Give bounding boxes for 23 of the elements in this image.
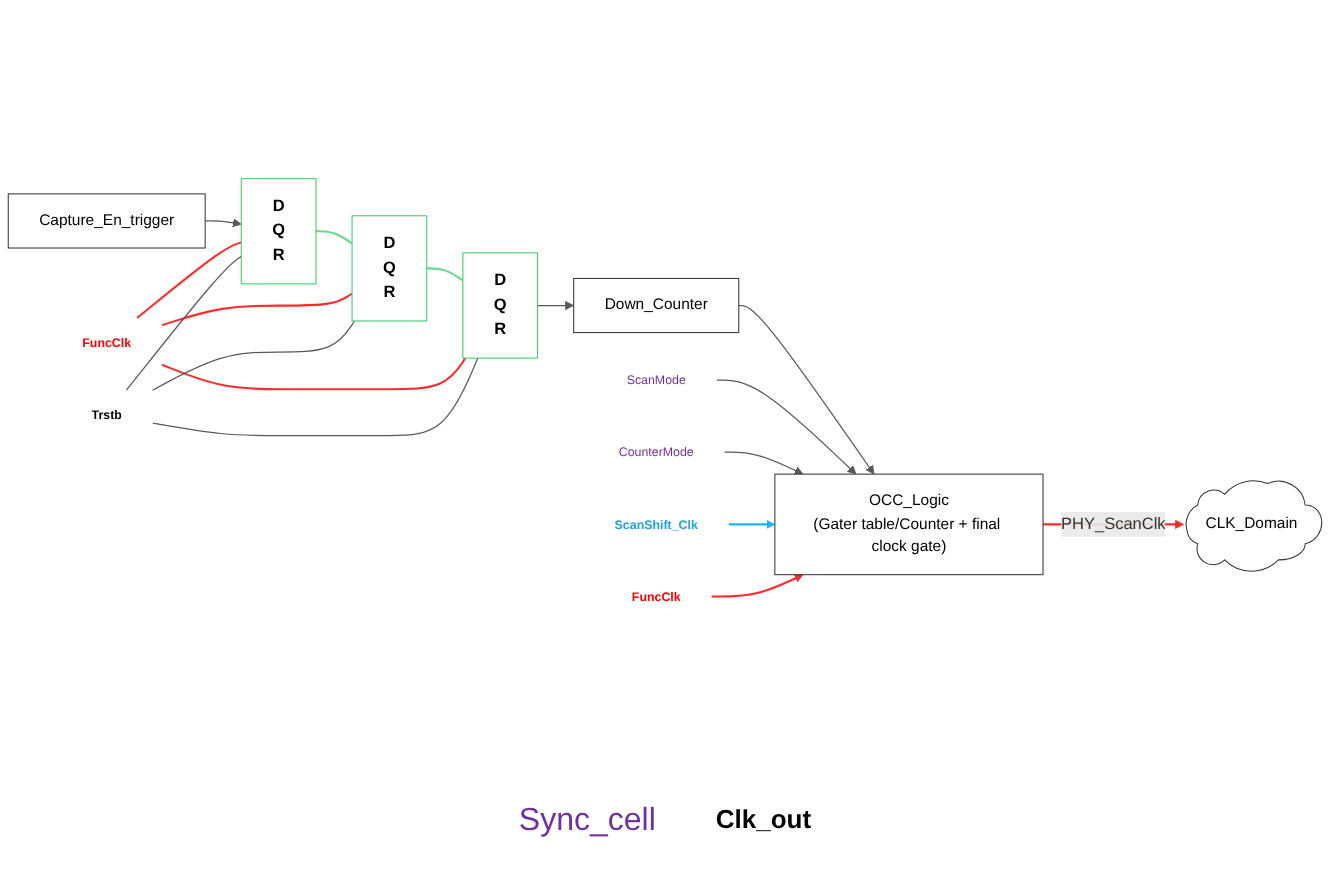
arrow [738,304,875,475]
group-caption: Sync_cell [518,804,656,840]
arrow [716,379,857,475]
connector [426,267,464,282]
node-box [240,178,317,285]
node-box [351,215,428,322]
arrow [711,574,804,598]
node-box [462,252,539,359]
pin-label: Clk_out [715,804,812,838]
node-box [774,473,1044,576]
connector [161,292,353,327]
connector [161,357,467,391]
connector [125,255,242,391]
node-box [7,193,206,249]
arrow [724,451,804,475]
arrow [537,300,575,311]
connector [152,357,479,437]
connector [151,320,356,391]
connector [315,230,353,245]
arrow [204,218,242,228]
node-box [573,277,740,334]
arrow [728,519,776,529]
connector [136,241,242,319]
